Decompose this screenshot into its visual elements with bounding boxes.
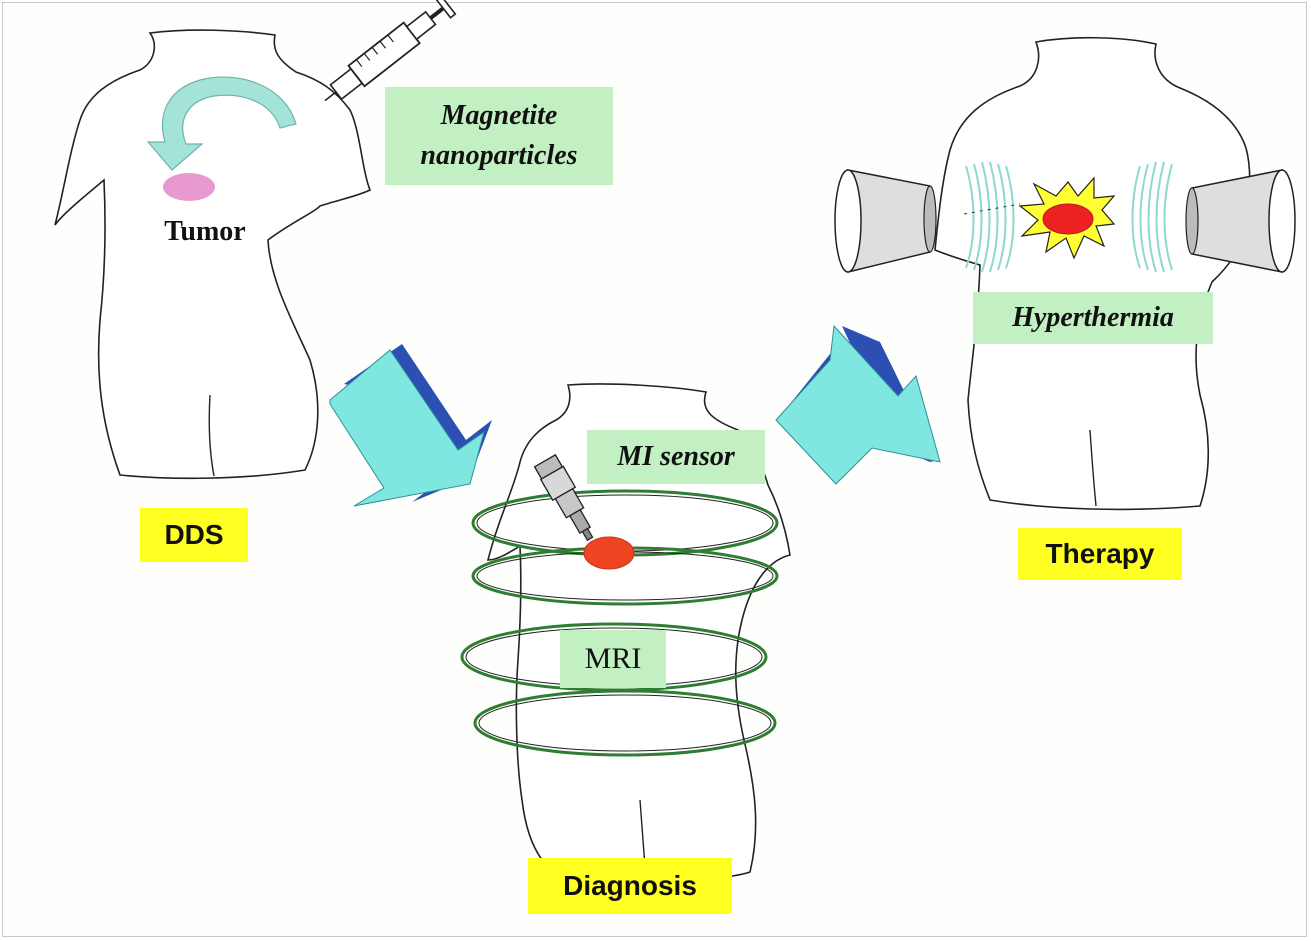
tumor-spot-red-diagnosis [583,536,635,570]
diagnosis-label: Diagnosis [528,858,732,914]
mi-sensor-label: MI sensor [587,430,765,484]
therapy-body-outline [934,36,1251,511]
mri-coil-4 [473,689,777,757]
dds-label: DDS [140,508,248,562]
transducer-icon [834,169,937,273]
wave-lines-right [1131,161,1173,273]
hyperthermia-label: Hyperthermia [973,292,1213,344]
dds-body-outline [54,29,372,480]
beam-dash [963,203,1021,215]
tumor-spot-red-therapy [1042,203,1094,235]
dds-body-crease [208,394,215,477]
magnetite-label-line2: nanoparticles [420,140,578,171]
magnetite-label-line1: Magnetite [440,100,558,131]
injection-arrow-icon [146,76,297,171]
syringe-icon [324,0,457,102]
therapy-label: Therapy [1018,528,1182,580]
mri-label: MRI [560,630,666,688]
flow-arrow-dds-to-diagnosis [329,344,492,507]
dds-panel [54,0,457,480]
magnetite-label: Magnetite nanoparticles [385,87,613,185]
flow-arrow-diagnosis-to-therapy [775,324,941,485]
therapy-body-crease [1089,429,1097,507]
probe-icon [533,453,594,542]
therapy-panel [834,36,1296,511]
transducer-icon-right [1185,169,1296,273]
wave-lines-left [965,161,1015,273]
tumor-label: Tumor [164,216,246,247]
mri-coil-4-inner [478,694,772,752]
tumor-spot-pink [163,173,215,201]
